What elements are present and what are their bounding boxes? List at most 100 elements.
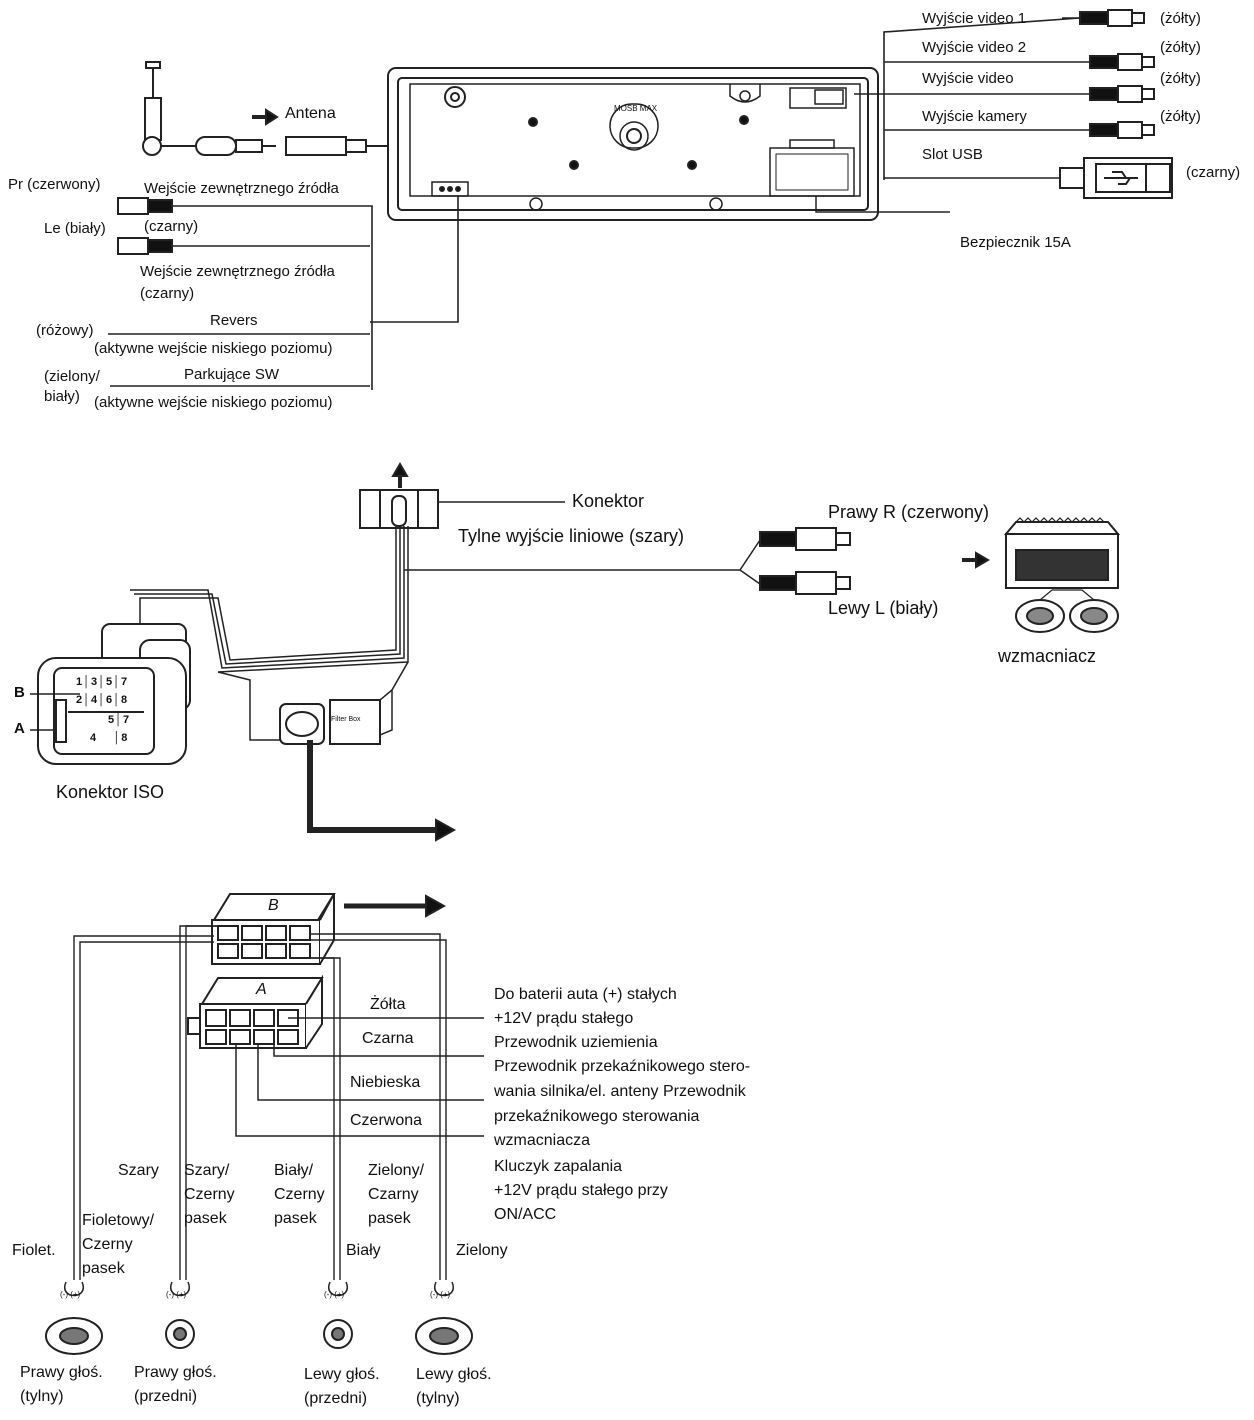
label-white: Biały (346, 1242, 381, 1259)
label-fuse: Bezpiecznik 15A (960, 234, 1071, 251)
harness-wires (130, 526, 761, 742)
desc-line-3: Przewodnik uziemienia (494, 1034, 658, 1051)
label-grey: Szary (118, 1162, 159, 1179)
desc-line-5: wania silnika/el. anteny Przewodnik (494, 1083, 746, 1100)
desc-line-8: Kluczyk zapalania (494, 1158, 623, 1175)
input-cables (108, 196, 459, 390)
label-spk-lr-2: (tylny) (416, 1390, 460, 1407)
desc-line-9: +12V prądu stałego przy (494, 1182, 668, 1199)
label-video-out: Wyjście video (922, 70, 1014, 87)
label-connector: Konektor (572, 491, 645, 511)
label-black-2: (czarny) (140, 285, 195, 302)
label-spk-rf-2: (przedni) (134, 1388, 198, 1405)
label-black-usb: (czarny) (1186, 164, 1241, 181)
label-grey-black-1: Szary/ (184, 1162, 230, 1179)
label-ext-source-2: Wejście zewnętrznego źródła (140, 263, 335, 280)
label-ext-source-1: Wejście zewnętrznego źródła (144, 180, 339, 197)
label-black-1: (czarny) (144, 218, 199, 235)
label-white-black-1: Biały/ (274, 1162, 314, 1179)
polarity-4: (-) (+) (430, 1290, 451, 1299)
label-grey-black-3: pasek (184, 1210, 227, 1227)
speaker-icon (45, 1281, 473, 1355)
label-violet-black-3: pasek (82, 1260, 125, 1277)
label-spk-rf-1: Prawy głoś. (134, 1364, 217, 1381)
label-reverse: Revers (210, 312, 258, 329)
iso-pins-row2: 2│4│6│8 (76, 694, 129, 706)
label-video-out-1: Wyjście video 1 (922, 10, 1027, 27)
amplifier-icon (1003, 517, 1121, 633)
polarity-1: (-) (+) (60, 1290, 81, 1299)
iso-pins-row4: 4 │8 (90, 732, 129, 744)
harness-connector (359, 489, 565, 529)
label-left-white: Lewy L (biały) (828, 598, 939, 618)
rca-pair-icon (759, 527, 851, 595)
label-spk-lf-1: Lewy głoś. (304, 1366, 380, 1383)
filter-box (279, 699, 457, 842)
iso-pins-row1: 1│3│5│7 (76, 676, 129, 688)
label-a-iso: A (14, 720, 25, 737)
polarity-3: (-) (+) (324, 1290, 345, 1299)
label-spk-rr-1: Prawy głoś. (20, 1364, 103, 1381)
label-white-black-3: pasek (274, 1210, 317, 1227)
label-yellow-3: (żółty) (1160, 70, 1201, 87)
desc-line-2: +12V prądu stałego (494, 1010, 634, 1027)
label-b-iso: B (14, 684, 25, 701)
label-b-connector: B (268, 897, 279, 914)
label-video-out-2: Wyjście video 2 (922, 39, 1027, 56)
iso-pins-row3: 5│7 (108, 714, 131, 726)
label-amplifier: wzmacniacz (998, 646, 1097, 666)
video-outputs (854, 17, 1090, 180)
desc-line-10: ON/ACC (494, 1206, 557, 1223)
label-yellow-2: (żółty) (1160, 39, 1201, 56)
connector-a-wires (235, 1017, 484, 1137)
rca-plug-icon (1079, 9, 1155, 139)
label-black: Czarna (362, 1030, 414, 1047)
label-green-white-1: (zielony/ (44, 368, 100, 385)
label-low-input-2: (aktywne wejście niskiego poziomu) (94, 394, 333, 411)
desc-line-6: przekaźnikowego sterowania (494, 1108, 700, 1125)
arrow-right-icon (344, 894, 447, 918)
speaker-wires (73, 925, 447, 1280)
label-camera-out: Wyjście kamery (922, 108, 1027, 125)
label-spk-lf-2: (przedni) (304, 1390, 368, 1407)
connector-a (187, 974, 324, 1049)
label-violet-black-2: Czerny (82, 1236, 133, 1253)
label-spk-lr-1: Lewy głoś. (416, 1366, 492, 1383)
antenna-socket (285, 136, 347, 156)
label-green-black-1: Zielony/ (368, 1162, 425, 1179)
label-grey-black-2: Czerny (184, 1186, 235, 1203)
antenna-icon (142, 61, 276, 156)
head-unit (387, 67, 879, 221)
label-white-black-2: Czerny (274, 1186, 325, 1203)
label-parking: Parkujące SW (184, 366, 280, 383)
label-rear-line-out: Tylne wyjście liniowe (szary) (458, 526, 685, 546)
label-spk-rr-2: (tylny) (20, 1388, 64, 1405)
label-green-white-2: biały) (44, 388, 80, 405)
label-yellow-1: (żółty) (1160, 10, 1201, 27)
label-violet-black-1: Fioletowy/ (82, 1212, 155, 1229)
label-antenna: Antena (285, 105, 336, 122)
label-green-black-2: Czarny (368, 1186, 419, 1203)
label-iso-connector: Konektor ISO (56, 782, 165, 802)
rca-jack-left (117, 197, 173, 255)
desc-line-1: Do baterii auta (+) stałych (494, 986, 677, 1003)
desc-line-4: Przewodnik przekaźnikowego stero- (494, 1058, 751, 1075)
polarity-2: (-) (+) (166, 1290, 187, 1299)
label-right-red: Prawy R (czerwony) (828, 502, 990, 522)
label-violet: Fiolet. (12, 1242, 56, 1259)
arrow-up-icon (391, 462, 409, 488)
iso-connector (30, 623, 191, 765)
fuse-lead (815, 196, 950, 213)
label-green-black-3: pasek (368, 1210, 411, 1227)
arrow-right-icon (962, 551, 990, 569)
label-yellow: Żółta (370, 996, 406, 1013)
usb-icon (1059, 157, 1173, 199)
label-yellow-4: (żółty) (1160, 108, 1201, 125)
label-mosfet: MOSB MAX (614, 104, 658, 113)
label-usb-slot: Slot USB (922, 146, 983, 163)
label-pink: (różowy) (36, 322, 94, 339)
label-a-connector: A (256, 981, 267, 998)
label-filter-box: Filter Box (331, 716, 361, 723)
